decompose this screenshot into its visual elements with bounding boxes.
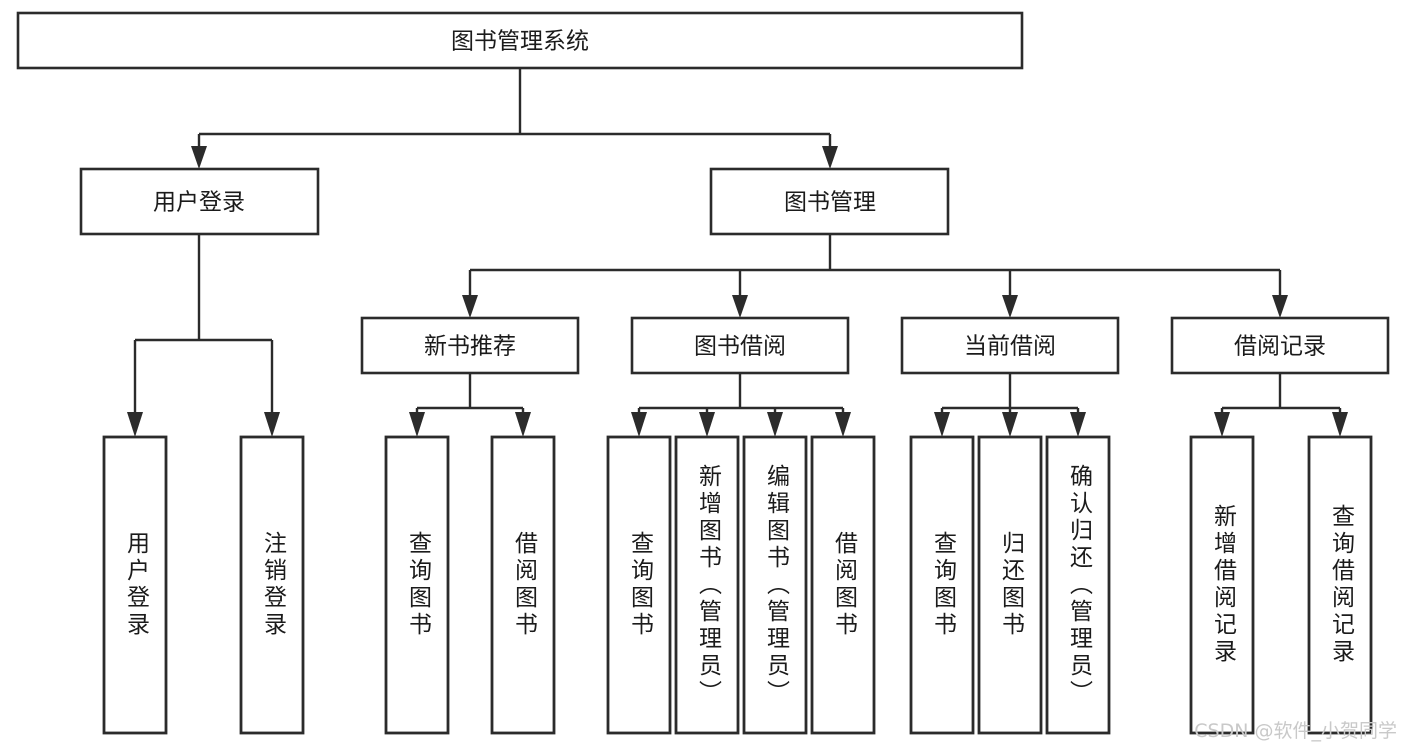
node-book-borrow[interactable]: 图书借阅 xyxy=(630,316,850,375)
node-new-book-recommend-box[interactable] xyxy=(360,316,580,375)
arrow-current-to-leaf1 xyxy=(934,412,950,437)
node-root-label: 图书管理系统 xyxy=(451,29,589,55)
arrow-new-to-leaf1 xyxy=(409,412,425,437)
node-leaf-borrow-book-box[interactable] xyxy=(810,435,876,735)
node-new-book-recommend[interactable]: 新书推荐 xyxy=(360,316,580,375)
node-user-login[interactable]: 用户登录 xyxy=(79,167,320,236)
node-borrow-record-box[interactable] xyxy=(1170,316,1390,375)
arrow-borrow-to-leaf3 xyxy=(767,412,783,437)
leaf-boxes xyxy=(102,435,1373,735)
node-leaf-return-book-box[interactable] xyxy=(977,435,1043,735)
node-borrow-record-label: 借阅记录 xyxy=(1234,334,1326,360)
node-leaf-edit-book-box[interactable] xyxy=(742,435,808,735)
arrow-current-to-leaf2 xyxy=(1002,412,1018,437)
arrow-book-to-borrow xyxy=(732,295,748,318)
node-current-borrow-label: 当前借阅 xyxy=(964,334,1056,360)
node-book-management[interactable]: 图书管理 xyxy=(709,167,950,236)
edge-group-root xyxy=(191,68,838,169)
arrow-book-to-current xyxy=(1002,295,1018,318)
arrow-root-to-user xyxy=(191,146,207,169)
node-user-login-box[interactable] xyxy=(79,167,320,236)
node-book-borrow-label: 图书借阅 xyxy=(694,334,786,360)
node-leaf-query-book-current-box[interactable] xyxy=(909,435,975,735)
arrow-user-to-leaf2 xyxy=(264,412,280,437)
node-book-management-label: 图书管理 xyxy=(784,190,876,216)
node-current-borrow[interactable]: 当前借阅 xyxy=(900,316,1120,375)
node-root-box[interactable] xyxy=(16,11,1024,70)
node-leaf-logout-box[interactable] xyxy=(239,435,305,735)
node-user-login-label: 用户登录 xyxy=(153,190,245,216)
arrow-root-to-book xyxy=(822,146,838,169)
node-leaf-query-book-borrow-box[interactable] xyxy=(606,435,672,735)
arrow-record-to-leaf1 xyxy=(1214,412,1230,437)
edge-group-user-login xyxy=(127,234,280,437)
node-root[interactable]: 图书管理系统 xyxy=(16,11,1024,70)
node-book-borrow-box[interactable] xyxy=(630,316,850,375)
edge-group-book-management xyxy=(462,234,1288,318)
node-leaf-add-record-box[interactable] xyxy=(1189,435,1255,735)
arrow-borrow-to-leaf1 xyxy=(631,412,647,437)
arrow-current-to-leaf3 xyxy=(1070,412,1086,437)
node-leaf-add-book-box[interactable] xyxy=(674,435,740,735)
arrow-record-to-leaf2 xyxy=(1332,412,1348,437)
edge-group-book-borrow xyxy=(631,373,851,437)
node-leaf-user-login-box[interactable] xyxy=(102,435,168,735)
node-leaf-borrow-book-new-box[interactable] xyxy=(490,435,556,735)
arrow-borrow-to-leaf4 xyxy=(835,412,851,437)
arrow-new-to-leaf2 xyxy=(515,412,531,437)
edge-group-new-book xyxy=(409,373,531,437)
node-new-book-recommend-label: 新书推荐 xyxy=(424,334,516,360)
arrow-borrow-to-leaf2 xyxy=(699,412,715,437)
arrow-user-to-leaf1 xyxy=(127,412,143,437)
edge-group-current-borrow xyxy=(934,373,1086,437)
node-leaf-query-record-box[interactable] xyxy=(1307,435,1373,735)
node-borrow-record[interactable]: 借阅记录 xyxy=(1170,316,1390,375)
arrow-book-to-new xyxy=(462,295,478,318)
node-current-borrow-box[interactable] xyxy=(900,316,1120,375)
edge-group-borrow-record xyxy=(1214,373,1348,437)
node-leaf-confirm-return-box[interactable] xyxy=(1045,435,1111,735)
node-leaf-query-book-new-box[interactable] xyxy=(384,435,450,735)
node-book-management-box[interactable] xyxy=(709,167,950,236)
arrow-book-to-record xyxy=(1272,295,1288,318)
